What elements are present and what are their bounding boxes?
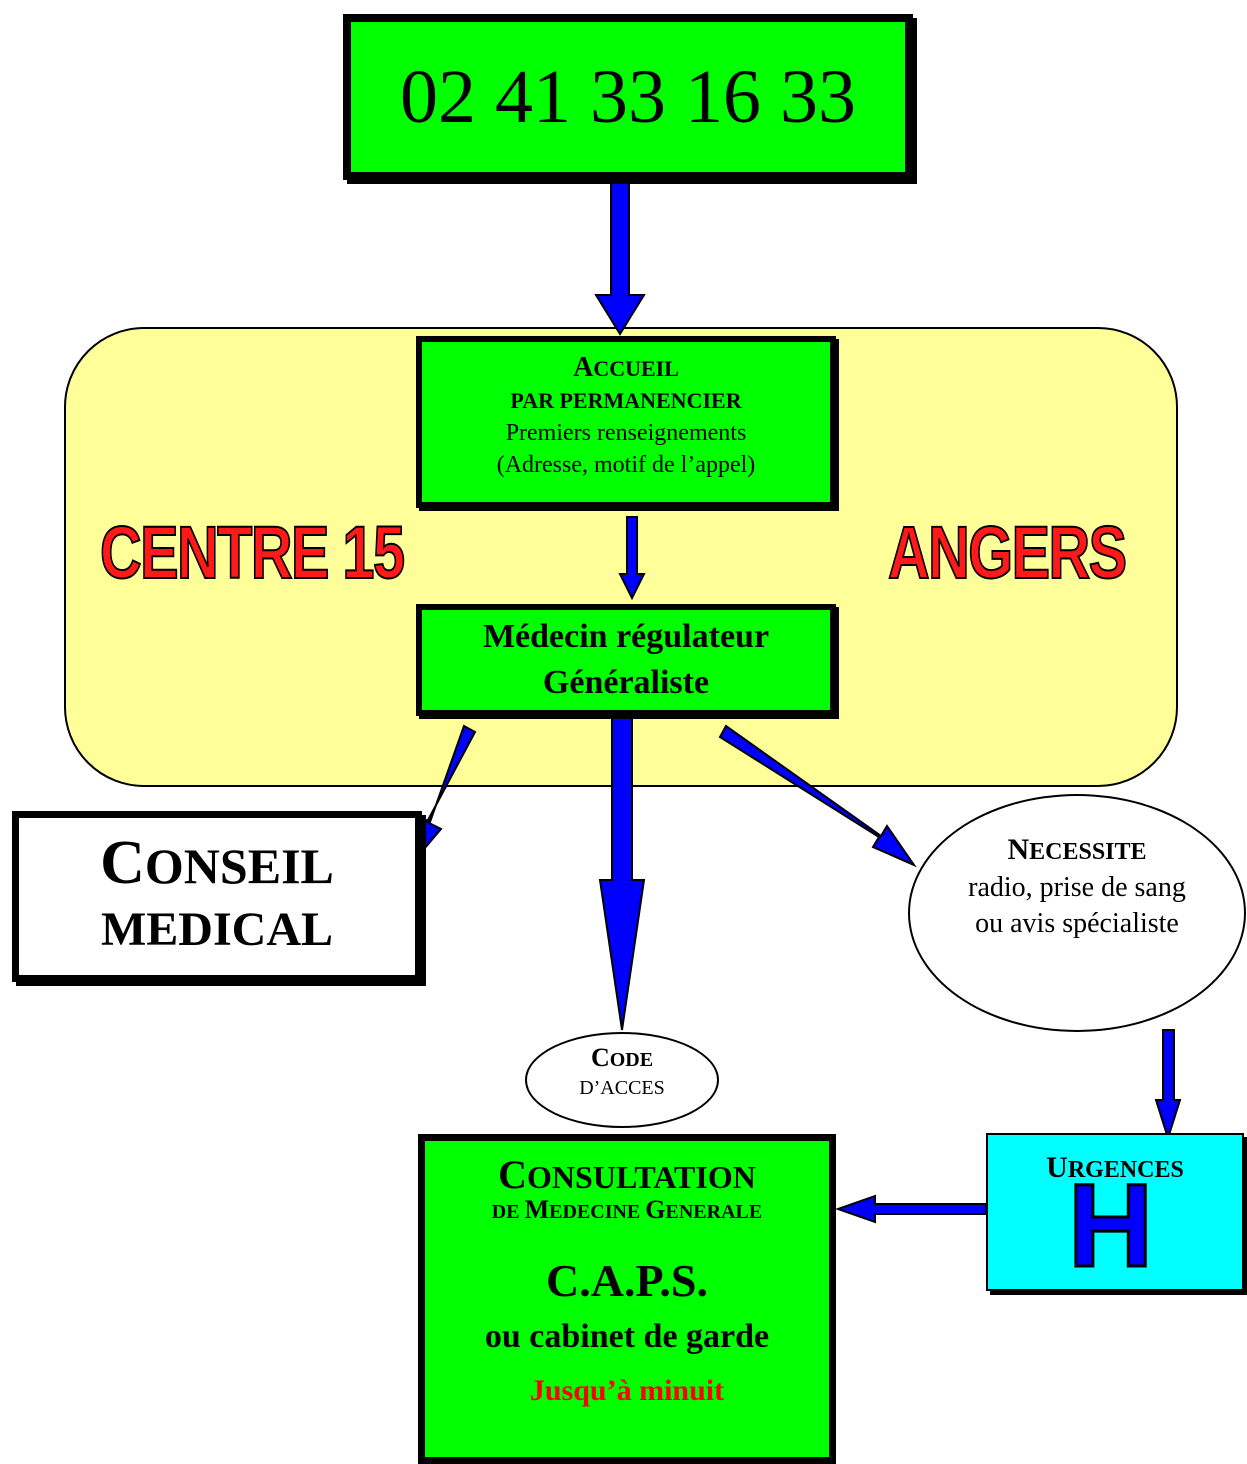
accueil-title-initial: A xyxy=(573,352,594,383)
arrow-necessite-to-urgences xyxy=(1154,1029,1182,1142)
centre-15-label: CENTRE 15 xyxy=(99,510,406,595)
necessite-ellipse: NECESSITE radio, prise de sang ou avis s… xyxy=(908,794,1246,1032)
arrow-regulateur-to-necessite xyxy=(718,724,917,868)
consultation-initial: C xyxy=(498,1152,528,1197)
code-acces-ellipse: CODE D’ACCES xyxy=(525,1032,719,1128)
consultation-title: CONSULTATION xyxy=(425,1155,829,1197)
consultation-box: CONSULTATION DE MEDECINE GENERALE C.A.P.… xyxy=(418,1134,836,1464)
angers-label: ANGERS xyxy=(887,510,1128,595)
necessite-rest: ECESSITE xyxy=(1029,839,1147,865)
urgences-box: H URGENCES xyxy=(986,1133,1244,1291)
necessite-line2: radio, prise de sang xyxy=(968,872,1186,903)
consultation-sub-m: M xyxy=(524,1195,550,1224)
conseil-line2: MEDICAL xyxy=(100,903,333,956)
conseil-medical-box: CONSEIL MEDICAL xyxy=(12,811,422,982)
conseil-line1: CONSEIL xyxy=(19,832,415,897)
regulateur-line1: Médecin régulateur xyxy=(482,618,770,655)
consultation-sub-medecine: EDECINE xyxy=(549,1201,646,1223)
caps-label: C.A.P.S. xyxy=(546,1255,708,1306)
medecin-regulateur-box: Médecin régulateur Généraliste xyxy=(416,604,836,716)
accueil-title-rest: CCUEIL xyxy=(593,356,679,381)
necessite-initial: N xyxy=(1007,833,1030,866)
conseil-rest: ONSEIL xyxy=(144,838,334,894)
consultation-rest: ONSULTATION xyxy=(527,1159,756,1195)
arrow-phone-to-accueil xyxy=(594,182,646,336)
urgences-label: URGENCES xyxy=(988,1153,1242,1185)
code-line2: D’ACCES xyxy=(579,1077,665,1099)
consultation-sub-generale: ENERALE xyxy=(665,1201,763,1223)
necessite-line3: ou avis spécialiste xyxy=(975,908,1179,939)
accueil-subtitle: PAR PERMANENCIER xyxy=(510,388,742,413)
arrow-accueil-to-regulateur xyxy=(618,516,646,601)
code-title: CODE xyxy=(527,1044,717,1074)
arrow-regulateur-to-conseil xyxy=(411,724,477,865)
code-rest: ODE xyxy=(609,1049,654,1071)
arrow-regulateur-to-caps xyxy=(598,715,646,1031)
cabinet-garde-label: ou cabinet de garde xyxy=(484,1318,770,1355)
accueil-title: ACCUEIL xyxy=(422,352,830,385)
minuit-label: Jusqu’à minuit xyxy=(529,1374,725,1407)
phone-number: 02 41 33 16 33 xyxy=(400,54,856,139)
urgences-initial: U xyxy=(1046,1151,1068,1184)
necessite-title: NECESSITE xyxy=(910,832,1244,870)
arrow-urgences-to-caps xyxy=(834,1194,987,1224)
consultation-sub-de: DE xyxy=(491,1201,525,1223)
accueil-box: ACCUEIL PAR PERMANENCIER Premiers rensei… xyxy=(416,336,836,508)
hospital-h-icon: H xyxy=(1066,1160,1154,1292)
conseil-initial: C xyxy=(100,829,145,897)
accueil-line-renseignements: Premiers renseignements xyxy=(505,420,747,446)
consultation-sub-g: G xyxy=(645,1195,666,1224)
code-initial: C xyxy=(590,1043,610,1072)
phone-number-box: 02 41 33 16 33 xyxy=(343,14,913,180)
urgences-rest: RGENCES xyxy=(1067,1157,1184,1183)
consultation-subtitle: DE MEDECINE GENERALE xyxy=(425,1197,829,1225)
regulateur-line2: Généraliste xyxy=(542,664,710,701)
accueil-line-adresse: (Adresse, motif de l’appel) xyxy=(496,452,756,478)
